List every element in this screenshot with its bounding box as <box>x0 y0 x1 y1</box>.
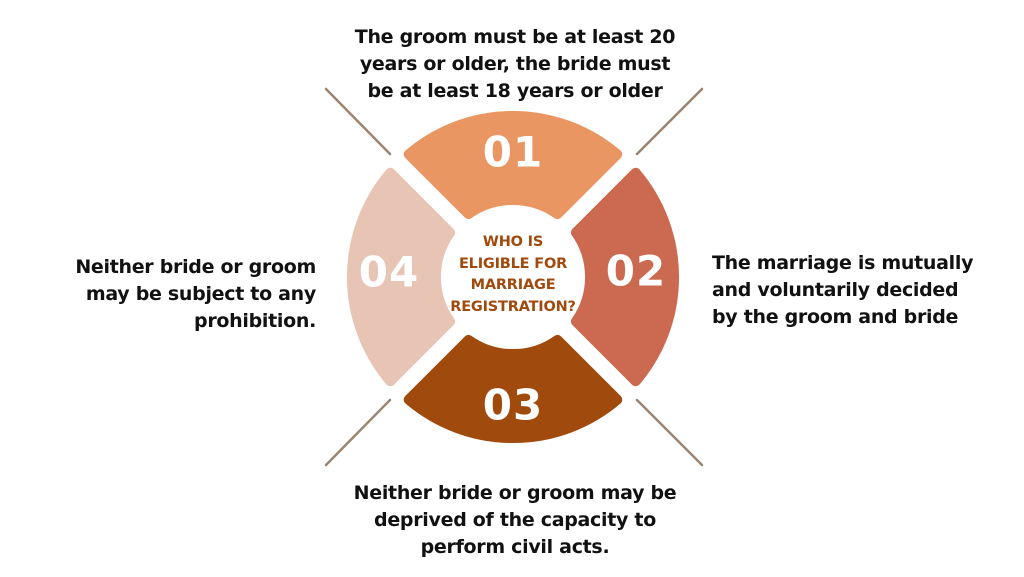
criterion-line: and voluntarily decided <box>712 279 959 301</box>
criterion-line: perform civil acts. <box>420 536 610 558</box>
criterion-01-text: The groom must be at least 20 years or o… <box>330 24 700 105</box>
segment-03-number: 03 <box>483 381 543 430</box>
criterion-line: be at least 18 years or older <box>367 80 663 102</box>
criterion-line: may be subject to any <box>85 283 316 305</box>
center-title-line: REGISTRATION? <box>450 298 576 315</box>
criterion-line: Neither bride or groom <box>75 256 316 278</box>
criterion-line: Neither bride or groom may be <box>353 482 677 504</box>
criterion-line: The groom must be at least 20 <box>354 26 676 48</box>
segment-04-number: 04 <box>359 248 419 297</box>
connector-top-right <box>635 87 704 156</box>
criterion-line: by the groom and bride <box>712 306 959 328</box>
segment-01-top <box>403 110 623 220</box>
criterion-line: The marriage is mutually <box>712 252 974 274</box>
center-title: WHO IS ELIGIBLE FOR MARRIAGE REGISTRATIO… <box>443 232 583 318</box>
connector-top-left <box>324 87 392 156</box>
segment-02-right <box>570 167 680 387</box>
center-title-line: WHO IS <box>482 234 544 250</box>
segment-03-bottom <box>403 334 623 444</box>
connector-bottom-left <box>324 398 392 467</box>
center-title-line: MARRIAGE <box>470 277 556 293</box>
criterion-line: years or older, the bride must <box>359 53 671 75</box>
center-title-line: ELIGIBLE FOR <box>458 255 568 272</box>
connector-bottom-right <box>635 398 704 467</box>
criterion-line: prohibition. <box>194 310 316 332</box>
criterion-04-text: Neither bride or groom may be subject to… <box>20 254 316 335</box>
criterion-line: deprived of the capacity to <box>374 509 656 531</box>
segment-01-number: 01 <box>483 128 543 177</box>
criterion-03-text: Neither bride or groom may be deprived o… <box>320 480 710 561</box>
criterion-02-text: The marriage is mutually and voluntarily… <box>712 250 1012 331</box>
connector-lines <box>324 87 704 467</box>
segment-04-left <box>346 167 456 387</box>
segment-02-number: 02 <box>606 247 666 296</box>
